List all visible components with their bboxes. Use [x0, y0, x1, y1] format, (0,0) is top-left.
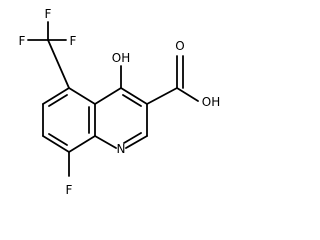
bond-c4a-c4 [94, 87, 122, 105]
bond-c2-n1 [125, 135, 148, 149]
carbonyl-oxygen-label: O [175, 39, 184, 53]
ring-nitrogen-label: N [117, 142, 126, 156]
bond-c7-c8-inner [48, 133, 68, 146]
bond-c5-c6 [42, 87, 70, 105]
carboxylic-hydroxyl-label: OH [202, 95, 220, 109]
bond-cf3-c-to-ring [47, 39, 70, 89]
bond-c7-c8 [42, 135, 70, 153]
fluorine-label-top: F [45, 7, 52, 21]
bond-c5-c6-inner [48, 94, 68, 107]
fluorine-label-right: F [70, 34, 77, 48]
bond-c8-c8a [68, 135, 96, 153]
chemical-structure-diagram: F F F OH O OH N F [18, 7, 221, 197]
bond-n1-c8a [94, 135, 117, 149]
bond-c4-c3 [120, 87, 148, 105]
fluorine-label-bottom: F [66, 183, 73, 197]
fluorine-label-left: F [19, 34, 26, 48]
molecule-svg: F F F OH O OH N F [19, 7, 221, 197]
bond-c5-c4a [68, 87, 96, 105]
bond-c2-n1-inner [123, 132, 142, 144]
bond-carboxyl-c-to-oh [176, 87, 199, 102]
hydroxyl-label: OH [112, 51, 130, 65]
bond-c4-c3-inner [122, 94, 142, 107]
bond-c3-carboxyl-carbon [146, 87, 178, 105]
